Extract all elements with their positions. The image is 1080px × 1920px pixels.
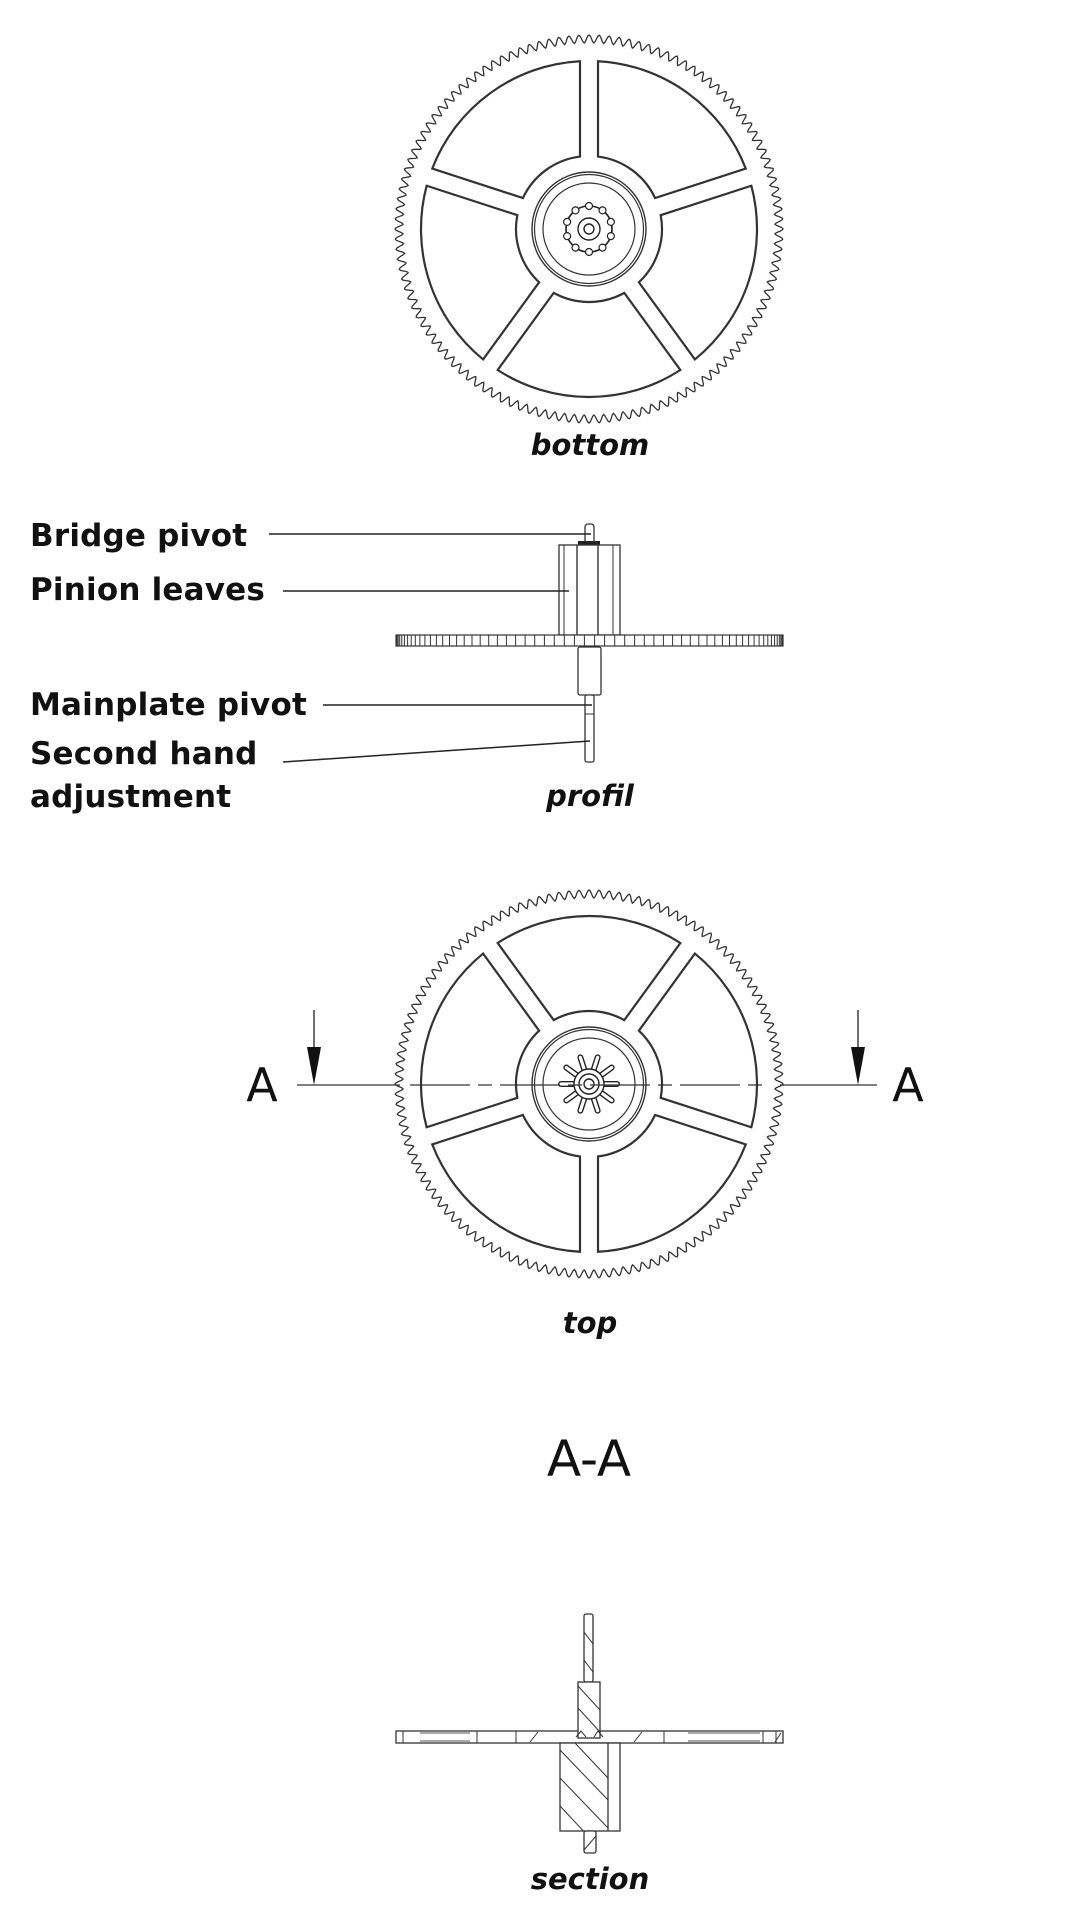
callout-mainplate-pivot: Mainplate pivot [30, 687, 307, 723]
hub-ring [542, 1037, 636, 1131]
spoke-window [419, 184, 541, 362]
pinion-leaf-inner [578, 1055, 587, 1073]
section-marker-left: A [246, 1058, 278, 1112]
arrow-down-icon [307, 1047, 321, 1085]
pinion-body [558, 544, 621, 636]
pinion-leaf [598, 243, 607, 252]
pinion-leaf-inner [591, 1095, 600, 1113]
arbor-ring [578, 1073, 600, 1095]
callout-pinion-leaves: Pinion leaves [30, 572, 266, 608]
hub-ring [542, 182, 636, 276]
pinion-leaf [563, 217, 572, 226]
spoke-window [637, 184, 759, 362]
view-label-section: section [530, 1862, 650, 1896]
hub-ring [531, 1026, 647, 1142]
gear-teeth [394, 34, 784, 424]
pinion-leaf-inner [598, 1090, 614, 1103]
hub-ring [533, 1028, 645, 1140]
band-outline [395, 634, 784, 647]
spoke-window [596, 60, 748, 200]
spoke-window [430, 1113, 582, 1253]
section-view [395, 1613, 784, 1854]
callout-second-hand-line1: Second hand [30, 736, 258, 772]
pinion-leaf [563, 232, 572, 241]
spoke-window [419, 951, 541, 1129]
arrow-down-icon [851, 1047, 865, 1085]
pinion-leaf-inner [598, 1065, 614, 1078]
top-view-wheel [394, 889, 784, 1279]
view-label-top: top [562, 1306, 618, 1340]
pinion-leaf-inner [564, 1090, 580, 1103]
gear-teeth [394, 889, 784, 1279]
spoke-window [496, 291, 682, 399]
pinion-leaf [606, 232, 615, 241]
bottom-view-wheel [394, 34, 784, 424]
pivot-shoulder [578, 541, 600, 545]
leader-second-hand [282, 740, 591, 763]
hub-ring [531, 171, 647, 287]
section-line-a-a [297, 1010, 877, 1086]
profile-view [269, 523, 784, 763]
spoke-window [430, 60, 582, 200]
spoke-window [496, 914, 682, 1022]
arbor-center [583, 223, 595, 235]
pinion-leaf-inner [564, 1065, 580, 1078]
section-lower-pivot [583, 1830, 597, 1854]
spoke-window [596, 1113, 748, 1253]
arbor-center [583, 1078, 595, 1090]
section-upper-shaft [577, 1681, 601, 1739]
callout-second-hand-line2: adjustment [30, 779, 232, 815]
pinion-leaf-inner [591, 1055, 600, 1073]
pinion-leaf [598, 206, 607, 215]
pinion-leaf [606, 217, 615, 226]
pinion-leaf-inner [578, 1095, 587, 1113]
callout-bridge-pivot: Bridge pivot [30, 518, 248, 554]
view-label-profile: profil [546, 779, 634, 813]
pinion-leaf [584, 247, 594, 257]
section-title: A-A [546, 1430, 632, 1488]
spoke-window [637, 951, 759, 1129]
pinion-leaf [571, 206, 580, 215]
section-top-pivot [583, 1613, 594, 1683]
lower-arbor [577, 646, 602, 696]
view-label-bottom: bottom [530, 428, 650, 462]
hub-ring [533, 173, 645, 285]
pinion-leaf [584, 201, 594, 211]
section-marker-right: A [892, 1058, 924, 1112]
mainplate-pivot-shape [584, 694, 595, 763]
wheel-profile-band [395, 634, 784, 647]
pinion-leaf [571, 243, 580, 252]
arbor-ring [577, 217, 601, 241]
